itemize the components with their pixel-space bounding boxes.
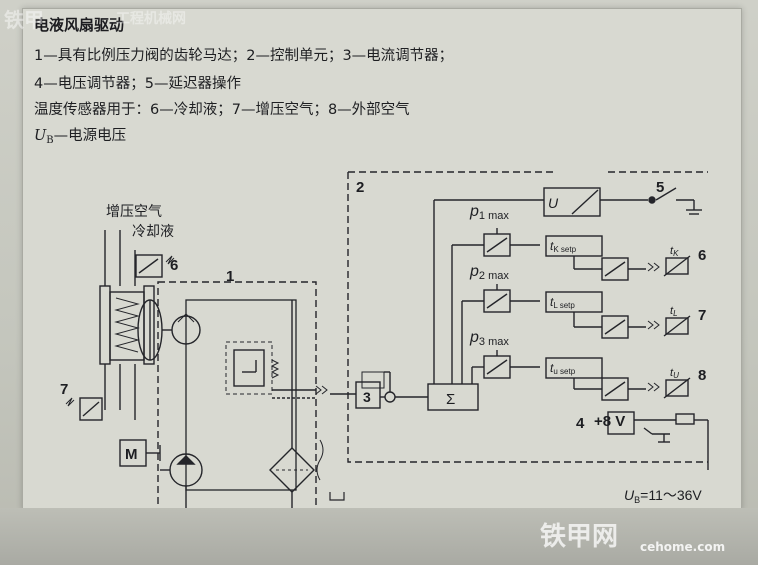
label-4: 4	[576, 415, 585, 432]
ub-subscript: B	[46, 135, 54, 146]
tl-setp-label: tL setp	[550, 295, 575, 310]
p1-label: p1 max	[469, 203, 509, 222]
label-8: 8	[698, 367, 706, 384]
label-charge-air: 增压空气	[106, 203, 162, 219]
label-coolant: 冷却液	[132, 223, 174, 239]
label-U: U	[548, 195, 559, 211]
legend-line-2: 4—电压调节器；5—延迟器操作	[34, 76, 241, 92]
label-6-left: 6	[170, 257, 178, 274]
label-sigma: Σ	[446, 391, 455, 408]
sensor-7-charge-air	[79, 397, 103, 421]
sigma-block	[427, 383, 479, 411]
label-M: M	[125, 446, 138, 463]
legend-line-1: 1—具有比例压力阀的齿轮马达；2—控制单元；3—电流调节器；	[34, 48, 454, 64]
watermark-top: 铁甲	[4, 8, 44, 32]
p3-label: p3 max	[469, 329, 509, 348]
ub-symbol: U	[34, 128, 47, 144]
label-plus8v: +8 V	[594, 413, 625, 430]
watermark-top-cn: 工程机械网	[116, 11, 186, 27]
label-7-right: 7	[698, 307, 706, 324]
watermark-bottom-url: cehome.com	[640, 540, 726, 554]
legend-line-4: UB—电源电压	[34, 124, 126, 146]
current-regulator-3	[355, 381, 381, 409]
fuse	[675, 413, 695, 425]
control-unit-boundary	[347, 172, 708, 463]
label-1: 1	[226, 268, 234, 285]
page-bottom-strip	[0, 508, 758, 565]
summing-node	[384, 391, 396, 403]
temp-sensor-7	[665, 317, 689, 335]
figure-panel	[22, 8, 742, 510]
tk-setp-label: tK setp	[550, 239, 577, 254]
label-2: 2	[356, 179, 364, 196]
voltage-block-U	[543, 187, 601, 217]
voltage-regulator-4	[607, 411, 635, 435]
label-6: 6	[698, 247, 706, 264]
sensor-u-label: tU	[670, 367, 679, 380]
label-5: 5	[656, 179, 664, 196]
watermark-bottom: 铁甲网	[540, 522, 619, 552]
label-7-left: 7	[60, 381, 68, 398]
ub-range-label: UB=11～36V	[624, 487, 702, 505]
sensor-l-label: tL	[670, 305, 678, 318]
p2-label: p2 max	[469, 263, 509, 282]
proportional-valve	[233, 349, 265, 387]
temp-sensor-6	[665, 257, 689, 275]
ub-description: —电源电压	[53, 128, 127, 144]
legend-line-3: 温度传感器用于：6—冷却液；7—增压空气；8—外部空气	[34, 102, 410, 118]
sensor-6-coolant	[135, 254, 163, 278]
label-3: 3	[363, 389, 371, 405]
figure-title: 电液风扇驱动	[34, 16, 125, 34]
temp-sensor-8	[665, 379, 689, 397]
radiator	[109, 291, 145, 361]
tu-setp-label: tu setp	[550, 361, 576, 376]
sensor-k-label: tK	[670, 245, 679, 258]
